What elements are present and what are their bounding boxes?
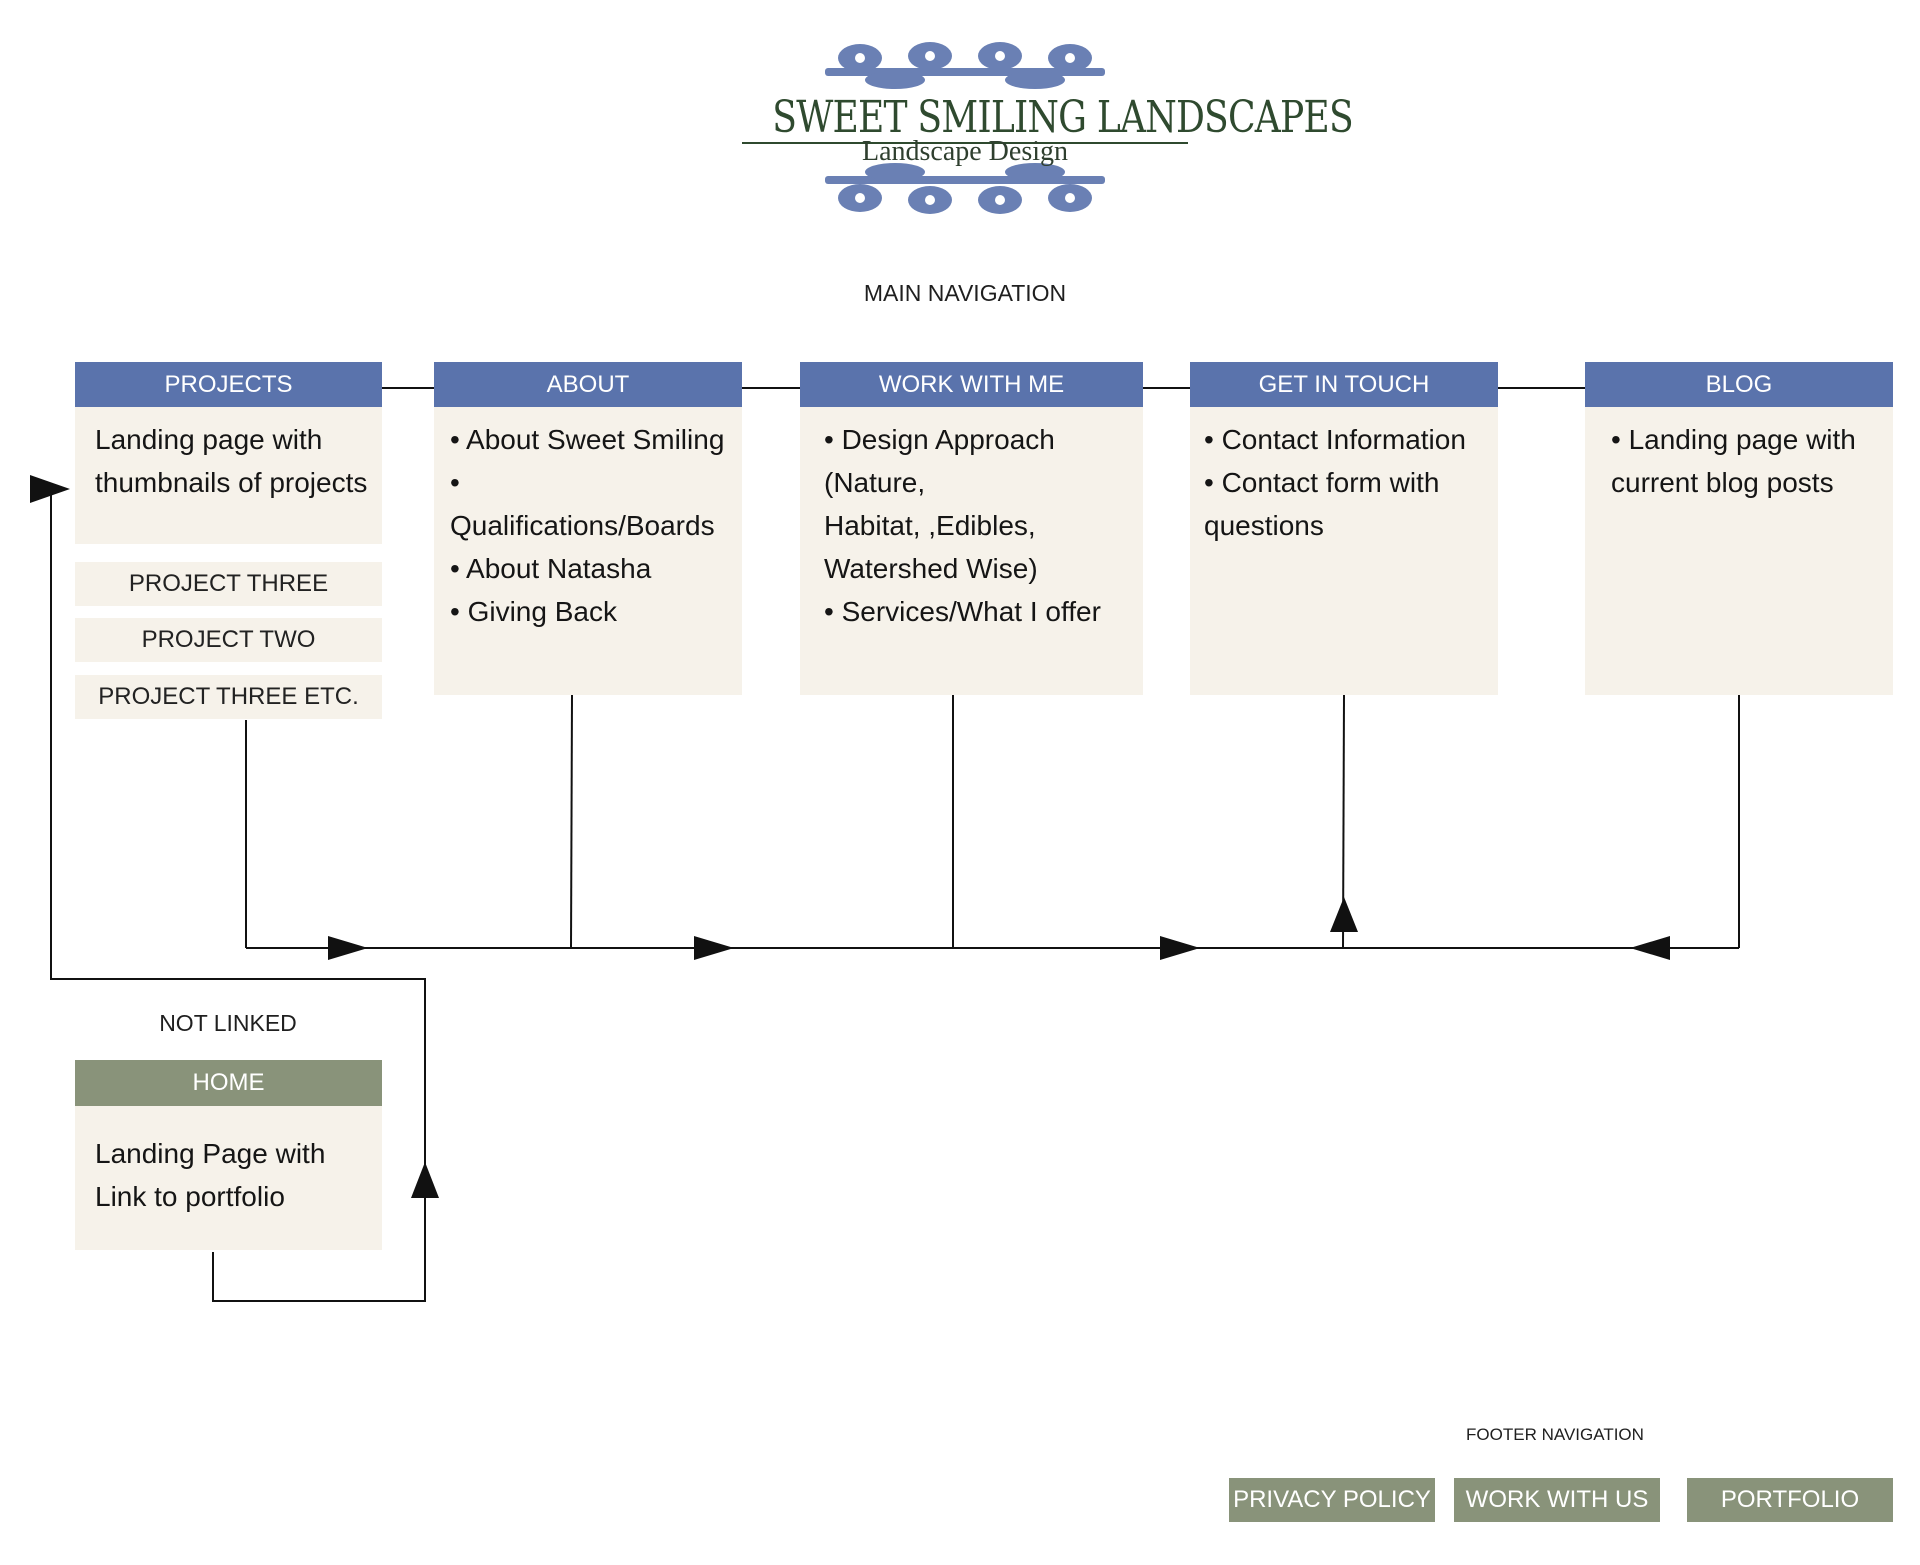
arrow-right <box>328 936 368 960</box>
nav-header-about[interactable]: ABOUT <box>434 362 742 407</box>
main-navigation-caption: MAIN NAVIGATION <box>863 280 1067 306</box>
home-box: HOME Landing Page with Link to portfolio <box>75 1060 382 1250</box>
ornament-icon <box>825 42 1105 214</box>
nav-box-blog: BLOG • Landing page with current blog po… <box>1585 362 1893 695</box>
arrow-right <box>30 475 70 503</box>
arrow-up <box>1330 897 1358 932</box>
logo: SWEET SMILING LANDSCAPES Landscape Desig… <box>730 40 1354 230</box>
nav-header-blog[interactable]: BLOG <box>1585 362 1893 407</box>
subpage-project-two[interactable]: PROJECT TWO <box>75 618 382 662</box>
nav-header-get-in-touch[interactable]: GET IN TOUCH <box>1190 362 1498 407</box>
nav-header-work-with-me[interactable]: WORK WITH ME <box>800 362 1143 407</box>
logo-subtitle: Landscape Design <box>861 136 1069 167</box>
nav-box-get-in-touch: GET IN TOUCH • Contact Information • Con… <box>1190 362 1498 695</box>
arrow-left <box>1630 936 1670 960</box>
home-body: Landing Page with Link to portfolio <box>95 1138 326 1212</box>
logo-title: SWEET SMILING LANDSCAPES <box>772 92 1353 143</box>
nav-box-work-with-me: WORK WITH ME • Design Approach (Nature, … <box>800 362 1143 695</box>
nav-body-get-in-touch: • Contact Information • Contact form wit… <box>1204 424 1466 541</box>
nav-body-projects: Landing page with thumbnails of projects <box>95 424 368 498</box>
nav-body-about: • About Sweet Smiling • Qualifications/B… <box>450 424 725 627</box>
nav-body-blog: • Landing page with current blog posts <box>1611 424 1856 498</box>
logo-divider <box>742 142 1188 144</box>
subpage-project-three-etc[interactable]: PROJECT THREE ETC. <box>75 675 382 719</box>
footer-button-work-with-us[interactable]: WORK WITH US <box>1454 1478 1660 1522</box>
footer-navigation-caption: FOOTER NAVIGATION <box>1466 1425 1644 1444</box>
arrow-up <box>411 1162 439 1198</box>
nav-header-projects[interactable]: PROJECTS <box>75 362 382 407</box>
subpage-project-three[interactable]: PROJECT THREE <box>75 562 382 606</box>
not-linked-caption: NOT LINKED <box>159 1010 297 1036</box>
nav-body-work-with-me: • Design Approach (Nature, Habitat, ,Edi… <box>824 424 1101 627</box>
footer-button-privacy-policy[interactable]: PRIVACY POLICY <box>1229 1478 1435 1522</box>
arrow-right <box>694 936 734 960</box>
home-header[interactable]: HOME <box>75 1060 382 1106</box>
nav-box-about: ABOUT • About Sweet Smiling • Qualificat… <box>434 362 742 695</box>
footer-button-portfolio[interactable]: PORTFOLIO <box>1687 1478 1893 1522</box>
nav-box-projects: PROJECTS Landing page with thumbnails of… <box>75 362 382 544</box>
arrow-right <box>1160 936 1200 960</box>
